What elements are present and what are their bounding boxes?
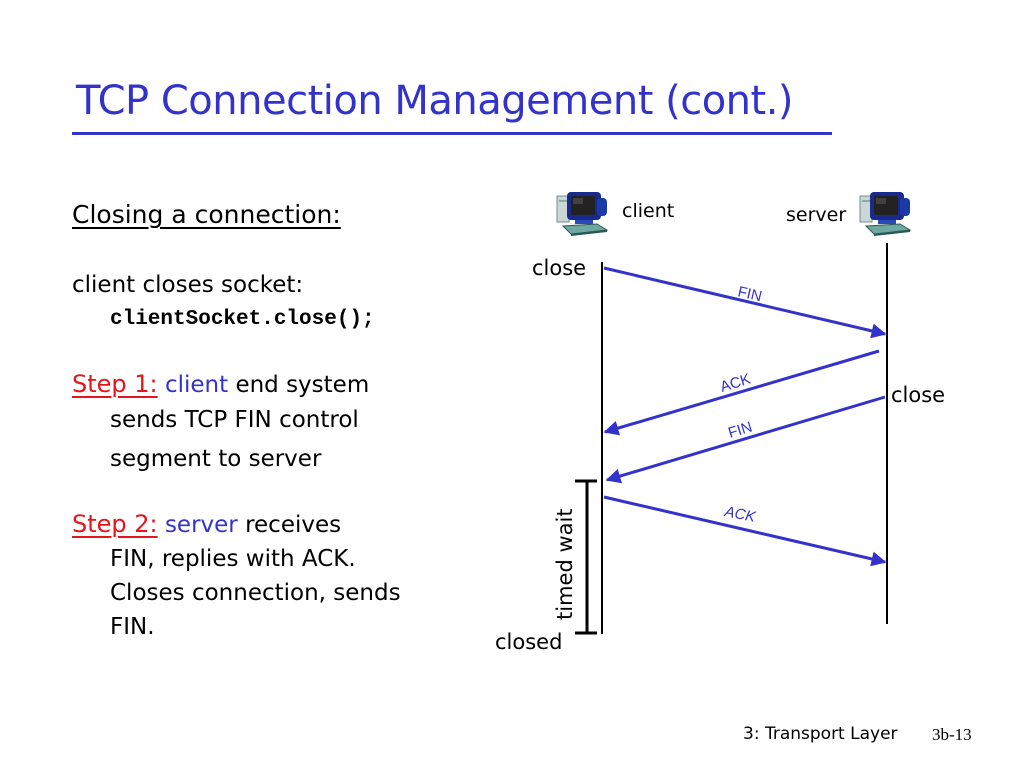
step1-text: end system [235, 372, 370, 398]
step2-label: Step 2: [72, 510, 158, 538]
message-label: ACK [722, 503, 757, 526]
client-close-label: close [532, 256, 587, 280]
step1-actor: client [164, 372, 229, 398]
fin-arrow-server-to-client [605, 395, 886, 484]
step2-line3: Closes connection, sends [110, 580, 401, 606]
step2-line4: FIN. [110, 614, 155, 640]
message-label: FIN [726, 419, 754, 442]
timed-wait-bracket [575, 479, 597, 635]
section-heading: Closing a connection: [72, 200, 341, 229]
client-computer-icon [556, 191, 608, 237]
footer-chapter: 3: Transport Layer [743, 724, 898, 744]
ack-arrow-client-to-server [603, 495, 887, 567]
step2-line2: FIN, replies with ACK. [110, 546, 356, 572]
ack-arrow-server-to-client [603, 349, 880, 436]
footer-page-number: 3b-13 [932, 725, 972, 744]
step2-line1: Step 2: server receives [72, 510, 341, 538]
step2-text: receives [245, 512, 342, 538]
server-label: server [786, 204, 847, 226]
message-label: ACK [718, 371, 752, 396]
server-computer-icon [859, 191, 911, 237]
step1-label: Step 1: [72, 370, 158, 398]
server-close-label: close [891, 383, 946, 407]
code-snippet: clientSocket.close(); [110, 308, 375, 331]
message-label: FIN [736, 283, 763, 305]
title-underline [72, 132, 832, 135]
client-label: client [622, 200, 675, 222]
fin-arrow-client-to-server [603, 266, 887, 339]
step2-actor: server [164, 512, 238, 538]
timed-wait-label: timed wait [553, 508, 577, 620]
step1-line2: sends TCP FIN control [110, 407, 359, 433]
step1-line3: segment to server [110, 446, 322, 472]
closed-label: closed [495, 630, 563, 654]
step1-line1: Step 1: client end system [72, 370, 369, 398]
slide-title: TCP Connection Management (cont.) [76, 78, 794, 124]
intro-text: client closes socket: [72, 272, 304, 298]
